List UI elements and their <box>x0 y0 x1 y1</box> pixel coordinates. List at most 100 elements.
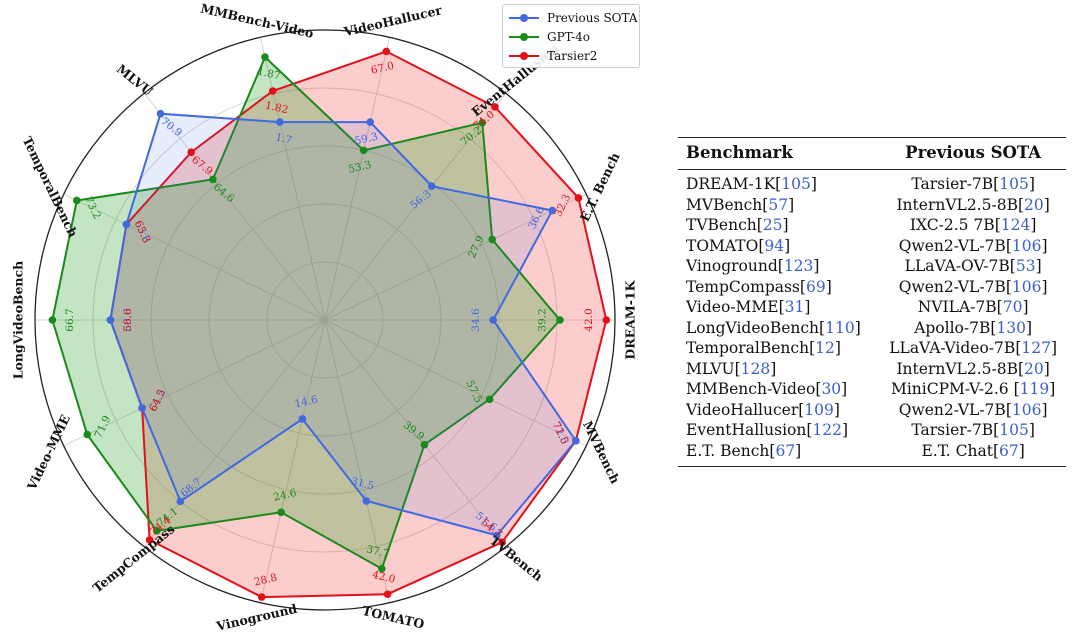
bracket-open: [ <box>734 359 741 378</box>
citation-ref: 123 <box>783 257 814 275</box>
previous-sota-cell: E.T. Chat[67] <box>880 441 1066 467</box>
data-point <box>427 182 436 191</box>
model-name: MiniCPM-V-2.6 <box>890 380 1014 398</box>
benchmark-cell: TempCompass[69] <box>678 277 880 298</box>
benchmark-name: Video-MME <box>686 298 779 316</box>
bracket-close: ] <box>833 400 840 419</box>
data-point <box>492 531 501 540</box>
benchmark-cell: LongVideoBench[110] <box>678 318 880 339</box>
benchmark-cell: MVBench[57] <box>678 195 880 216</box>
previous-sota-cell: Tarsier-7B[105] <box>880 170 1066 195</box>
model-name: Tarsier-7B <box>911 421 994 439</box>
bracket-open: [ <box>809 339 816 357</box>
bracket-close: ] <box>1049 380 1056 398</box>
previous-sota-cell: LLaVA-OV-7B[53] <box>880 256 1066 277</box>
model-name: Qwen2-VL-7B <box>898 277 1006 296</box>
radar-outer-ring <box>34 29 616 611</box>
citation-ref: 110 <box>825 318 855 337</box>
data-label: 31.5 <box>350 476 375 493</box>
benchmark-name: VideoHallucer <box>686 400 799 419</box>
benchmark-name: DREAM-1K <box>686 175 776 193</box>
bracket-open: [ <box>758 236 765 255</box>
citation-ref: 70 <box>1002 298 1023 316</box>
legend-item-tarsier2: Tarsier2 <box>503 46 639 65</box>
citation-ref: 105 <box>999 175 1029 193</box>
bracket-close: ] <box>784 236 791 255</box>
data-label: 34.6 <box>470 308 482 332</box>
bracket-close: ] <box>770 359 777 378</box>
bracket-open: [ <box>798 400 805 419</box>
bracket-close: ] <box>1030 216 1037 234</box>
bracket-close: ] <box>842 421 849 439</box>
bracket-open: [ <box>762 195 769 214</box>
model-name: Apollo-7B <box>914 318 991 337</box>
data-point <box>377 565 386 573</box>
axis-label: DREAM-1K <box>623 279 638 359</box>
bracket-close: ] <box>1018 441 1025 460</box>
data-point <box>602 316 611 324</box>
table-row: Video-MME[31]NVILA-7B[70] <box>678 297 1066 318</box>
grid-spoke <box>259 319 326 603</box>
benchmark-name: E.T. Bench <box>686 441 770 460</box>
benchmark-name: MMBench-Video <box>686 380 816 398</box>
bracket-close: ] <box>788 195 795 214</box>
axis-label: LongVideoBench <box>11 261 26 380</box>
citation-ref: 25 <box>762 216 783 234</box>
data-point <box>138 404 146 412</box>
bracket-close: ] <box>795 441 802 460</box>
data-point <box>276 118 284 126</box>
citation-ref: 67 <box>775 441 796 460</box>
bracket-open: [ <box>993 421 1000 439</box>
citation-ref: 122 <box>812 421 842 439</box>
legend-marker-tarsier2 <box>509 50 539 62</box>
data-point <box>209 175 217 184</box>
grid-spoke <box>143 319 326 548</box>
data-point <box>548 206 557 215</box>
axis-label: Video-MME <box>24 412 73 493</box>
previous-sota-cell: NVILA-7B[70] <box>880 297 1066 318</box>
benchmark-cell: E.T. Bench[67] <box>678 441 880 467</box>
model-name: Tarsier-7B <box>911 175 994 193</box>
bracket-close: ] <box>1041 236 1048 255</box>
data-point <box>277 508 285 517</box>
model-name: Qwen2-VL-7B <box>898 400 1006 419</box>
benchmark-name: TVBench <box>686 216 757 234</box>
data-point <box>574 194 583 202</box>
table-row: MVBench[57]InternVL2.5-8B[20] <box>678 195 1066 216</box>
model-name: E.T. Chat <box>921 441 993 460</box>
legend-label: Tarsier2 <box>547 48 598 63</box>
data-point <box>153 527 161 535</box>
radar-chart: 34.672.051.631.514.668.764.260.063.670.9… <box>11 1 638 634</box>
citation-ref: 124 <box>1000 216 1031 234</box>
data-label: 53.3 <box>347 159 372 176</box>
benchmark-cell: TemporalBench[12] <box>678 338 880 359</box>
bracket-open: [ <box>756 216 763 234</box>
bracket-open: [ <box>1009 257 1016 275</box>
sota-table-container: Benchmark Previous SOTA DREAM-1K[105]Tar… <box>678 137 1066 467</box>
grid-spoke <box>324 37 391 321</box>
citation-ref: 53 <box>1015 257 1036 275</box>
citation-ref: 106 <box>1011 277 1042 296</box>
bracket-open: [ <box>1005 236 1012 255</box>
citation-ref: 12 <box>815 339 835 357</box>
bracket-open: [ <box>777 257 784 275</box>
data-label: 37.7 <box>365 543 390 560</box>
data-point <box>488 235 497 244</box>
bracket-close: ] <box>1043 195 1050 214</box>
data-label: 67.0 <box>370 60 395 77</box>
table-header-row: Benchmark Previous SOTA <box>678 137 1066 170</box>
bracket-close: ] <box>1041 277 1048 296</box>
previous-sota-cell: Tarsier-7B[105] <box>880 420 1066 441</box>
axis-label: TOMATO <box>361 603 426 632</box>
grid-spoke <box>324 319 391 603</box>
benchmark-name: LongVideoBench <box>686 318 820 337</box>
legend-item-gpt-4o: GPT-4o <box>503 27 639 46</box>
table-row: MLVU[128]InternVL2.5-8B[20] <box>678 359 1066 380</box>
data-point <box>187 148 195 157</box>
benchmark-cell: TVBench[25] <box>678 215 880 236</box>
bracket-close: ] <box>813 257 820 275</box>
model-name: Qwen2-VL-7B <box>898 236 1006 255</box>
benchmark-cell: Video-MME[31] <box>678 297 880 318</box>
citation-ref: 57 <box>768 195 789 214</box>
benchmark-name: TempCompass <box>686 277 800 296</box>
